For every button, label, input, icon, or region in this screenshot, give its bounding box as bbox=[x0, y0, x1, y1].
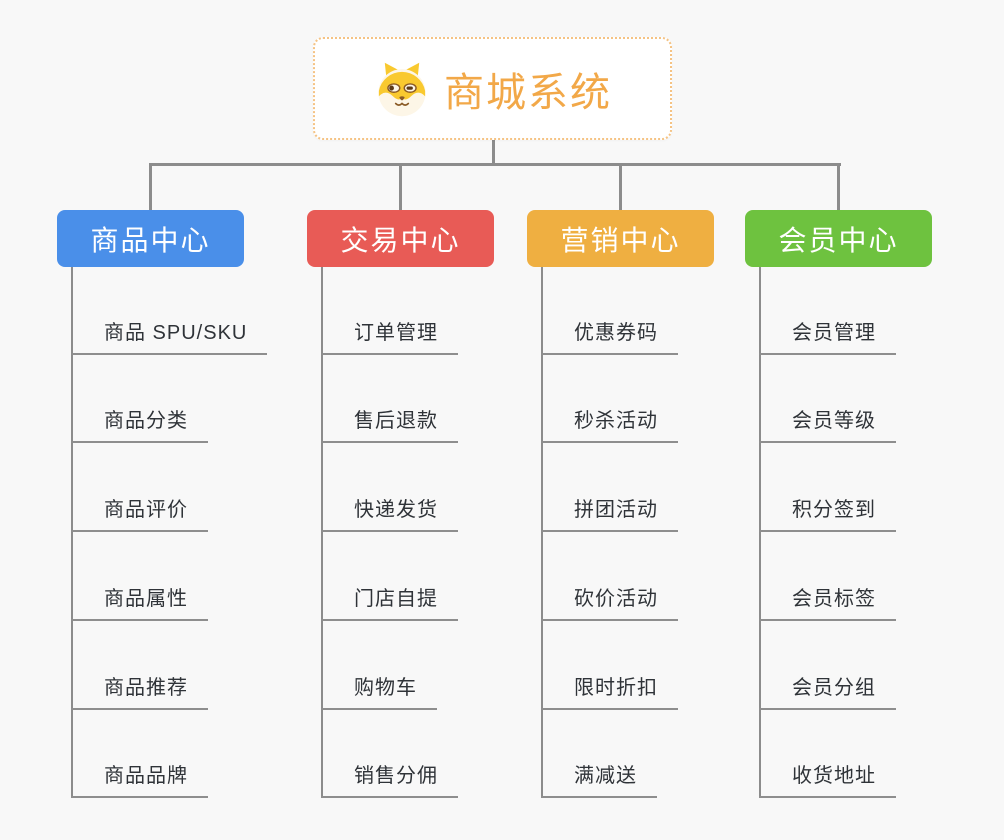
branch-header-1[interactable]: 商品中心 bbox=[57, 210, 244, 267]
branch-trunk-2 bbox=[321, 267, 323, 798]
root-title: 商城系统 bbox=[444, 70, 612, 115]
branch-item[interactable]: 商品评价 bbox=[71, 495, 208, 532]
branch-item[interactable]: 收货地址 bbox=[759, 761, 896, 798]
connector-drop-3 bbox=[619, 163, 622, 210]
branch-item[interactable]: 限时折扣 bbox=[541, 673, 678, 710]
branch-item[interactable]: 会员等级 bbox=[759, 406, 896, 443]
branch-item[interactable]: 满减送 bbox=[541, 761, 657, 798]
dog-icon bbox=[373, 60, 431, 118]
branch-item[interactable]: 售后退款 bbox=[321, 406, 458, 443]
connector-drop-4 bbox=[837, 163, 840, 210]
branch-item[interactable]: 砍价活动 bbox=[541, 584, 678, 621]
connector-drop-2 bbox=[399, 163, 402, 210]
branch-item[interactable]: 会员标签 bbox=[759, 584, 896, 621]
connector-horizontal bbox=[149, 163, 841, 166]
branch-item[interactable]: 积分签到 bbox=[759, 495, 896, 532]
branch-item[interactable]: 商品属性 bbox=[71, 584, 208, 621]
branch-item[interactable]: 会员管理 bbox=[759, 318, 896, 355]
root-node[interactable]: 商城系统 bbox=[313, 37, 672, 140]
branch-trunk-4 bbox=[759, 267, 761, 798]
branch-trunk-3 bbox=[541, 267, 543, 798]
branch-item[interactable]: 商品 SPU/SKU bbox=[71, 318, 268, 355]
branch-item[interactable]: 快递发货 bbox=[321, 495, 458, 532]
branch-trunk-1 bbox=[71, 267, 73, 798]
branch-item[interactable]: 拼团活动 bbox=[541, 495, 678, 532]
branch-item[interactable]: 订单管理 bbox=[321, 318, 458, 355]
branch-item[interactable]: 销售分佣 bbox=[321, 761, 458, 798]
branch-item[interactable]: 商品分类 bbox=[71, 406, 208, 443]
branch-item[interactable]: 会员分组 bbox=[759, 673, 896, 710]
branch-header-2[interactable]: 交易中心 bbox=[307, 210, 494, 267]
branch-item[interactable]: 优惠券码 bbox=[541, 318, 678, 355]
branch-item[interactable]: 购物车 bbox=[321, 673, 437, 710]
branch-item[interactable]: 商品品牌 bbox=[71, 761, 208, 798]
connector-root-stub bbox=[492, 140, 495, 163]
branch-item[interactable]: 商品推荐 bbox=[71, 673, 208, 710]
branch-item[interactable]: 门店自提 bbox=[321, 584, 458, 621]
branch-header-3[interactable]: 营销中心 bbox=[527, 210, 714, 267]
connector-drop-1 bbox=[149, 163, 152, 210]
branch-header-4[interactable]: 会员中心 bbox=[745, 210, 932, 267]
branch-item[interactable]: 秒杀活动 bbox=[541, 406, 678, 443]
